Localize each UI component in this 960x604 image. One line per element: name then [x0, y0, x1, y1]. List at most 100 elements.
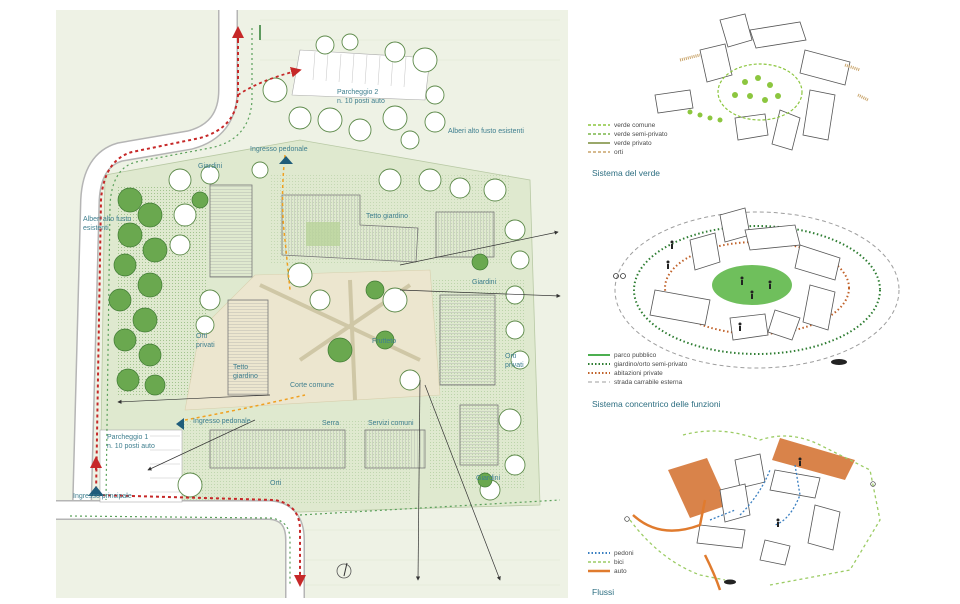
label-tetto-giardino-1: Tetto giardino — [366, 213, 408, 220]
bike-route-south — [69, 515, 291, 585]
diagram-concentrico: parco pubblico giardino/orto semi-privat… — [588, 207, 900, 409]
buildings — [209, 184, 499, 469]
legend-verde-semi-privato: verde semi-privato — [614, 131, 668, 138]
label-alberi-ovest-2: esistenti — [83, 225, 109, 232]
building-north-east — [435, 211, 495, 258]
flussi-ped-paths — [709, 464, 801, 526]
legend-auto: auto — [614, 568, 627, 575]
plan-labels: Parcheggio 2 n. 10 posti auto Alberi alt… — [73, 89, 524, 500]
legend-parco-pubblico: parco pubblico — [614, 352, 657, 359]
label-orti-privati-2b: privati — [505, 362, 524, 369]
label-parcheggio2-sub: n. 10 posti auto — [337, 98, 385, 105]
title-sistema-concentrico: Sistema concentrico delle funzioni — [592, 399, 721, 409]
building-south-east — [459, 404, 499, 466]
ring-abitazioni — [664, 241, 850, 335]
entrance-marker-main — [88, 486, 104, 496]
flussi-bike-icon — [624, 516, 630, 522]
trees — [168, 33, 530, 501]
bike-route-west — [105, 28, 253, 501]
flussi-auto-path-2 — [703, 554, 722, 591]
label-orti-privati-1a: Orti — [196, 333, 208, 340]
label-orti: Orti — [270, 480, 282, 487]
label-ingresso-pedonale-sud: Ingresso pedonale — [193, 418, 251, 425]
car-route-south — [95, 494, 306, 587]
label-ingresso-principale: Ingresso principale — [73, 493, 132, 500]
legend-strada: strada carrabile esterna — [614, 379, 683, 386]
concentrico-legend: parco pubblico giardino/orto semi-privat… — [588, 352, 688, 386]
legend-bici: bici — [614, 559, 624, 566]
diagram-flussi: pedoni bici auto Flussi — [588, 430, 881, 597]
parking-1 — [99, 429, 183, 503]
label-alberi-ovest-1: Alberi alto fusto — [83, 216, 131, 223]
people-icons — [666, 240, 772, 331]
flussi-bike-path — [682, 430, 881, 586]
title-flussi: Flussi — [592, 587, 614, 597]
road-south — [56, 501, 304, 598]
label-tetto-giardino-2a: Tetto — [233, 364, 248, 371]
label-tetto-giardino-2b: giardino — [233, 373, 258, 380]
label-parcheggio2: Parcheggio 2 — [337, 89, 378, 96]
label-ingresso-pedonale-nord: Ingresso pedonale — [250, 146, 308, 153]
flussi-legend: pedoni bici auto — [588, 550, 634, 575]
flussi-parking-east — [772, 438, 855, 480]
legend-orti: orti — [614, 149, 623, 156]
ped-route-south — [184, 394, 306, 421]
entrance-marker-north — [279, 156, 293, 164]
label-corte-comune: Corte comune — [290, 382, 334, 389]
entrance-marker-south — [176, 418, 184, 430]
legend-giardino-orto: giardino/orto semi-privato — [614, 361, 688, 368]
building-west-south — [227, 299, 269, 396]
ped-route-north — [281, 154, 291, 291]
flussi-parking-west — [668, 458, 728, 518]
bike-route-east — [299, 499, 561, 516]
legend-abitazioni: abitazioni private — [614, 370, 663, 377]
label-serra: Serra — [322, 420, 339, 427]
label-giardini-1: Giardini — [198, 163, 223, 170]
flussi-people-icons — [624, 457, 876, 585]
building-west-north — [209, 184, 253, 278]
building-servizi — [364, 429, 426, 469]
diagram-verde: verde comune verde semi-privato verde pr… — [588, 13, 869, 178]
label-orti-privati-2a: Orti — [505, 353, 517, 360]
legend-verde-privato: verde privato — [614, 140, 652, 147]
legend-pedoni: pedoni — [614, 550, 634, 557]
annotation-arrows — [117, 230, 561, 581]
building-serra — [209, 429, 346, 469]
flussi-auto-path — [632, 499, 707, 532]
label-orti-privati-1b: privati — [196, 342, 215, 349]
ring-strada — [614, 211, 900, 369]
legend-verde-comune: verde comune — [614, 122, 656, 129]
road-west — [73, 10, 237, 506]
parking-2-stalls — [312, 51, 407, 88]
label-giardini-2: Giardini — [472, 279, 497, 286]
label-alberi-nord: Alberi alto fusto esistenti — [448, 128, 524, 135]
vehicle-icons — [613, 273, 847, 365]
flussi-car-icon — [724, 579, 736, 585]
building-east — [439, 294, 496, 386]
verde-legend: verde comune verde semi-privato verde pr… — [588, 122, 668, 156]
roof-garden-north — [306, 222, 340, 246]
verde-buildings — [654, 13, 851, 151]
bike-icon — [613, 273, 619, 279]
north-arrow-needle — [343, 562, 348, 577]
car-route-west — [95, 28, 239, 496]
parco-pubblico — [712, 265, 792, 305]
site-plan: Parcheggio 2 n. 10 posti auto Alberi alt… — [56, 10, 568, 598]
car-icon — [831, 359, 847, 365]
verde-comune-ring — [717, 63, 803, 121]
label-parcheggio1: Parcheggio 1 — [107, 434, 148, 441]
parking-1-stalls — [150, 435, 180, 493]
ring-giardino — [633, 225, 881, 355]
verde-trees — [687, 75, 781, 123]
flussi-buildings — [696, 453, 841, 566]
north-arrow-icon — [336, 563, 352, 579]
verde-orti-strips — [679, 53, 869, 102]
title-sistema-verde: Sistema del verde — [592, 168, 660, 178]
label-frutteto: Frutteto — [372, 338, 396, 345]
concentrico-buildings — [649, 207, 841, 341]
label-servizi-comuni: Servizi comuni — [368, 420, 414, 427]
label-giardini-3: Giardini — [476, 475, 501, 482]
label-parcheggio1-sub: n. 10 posti auto — [107, 443, 155, 450]
